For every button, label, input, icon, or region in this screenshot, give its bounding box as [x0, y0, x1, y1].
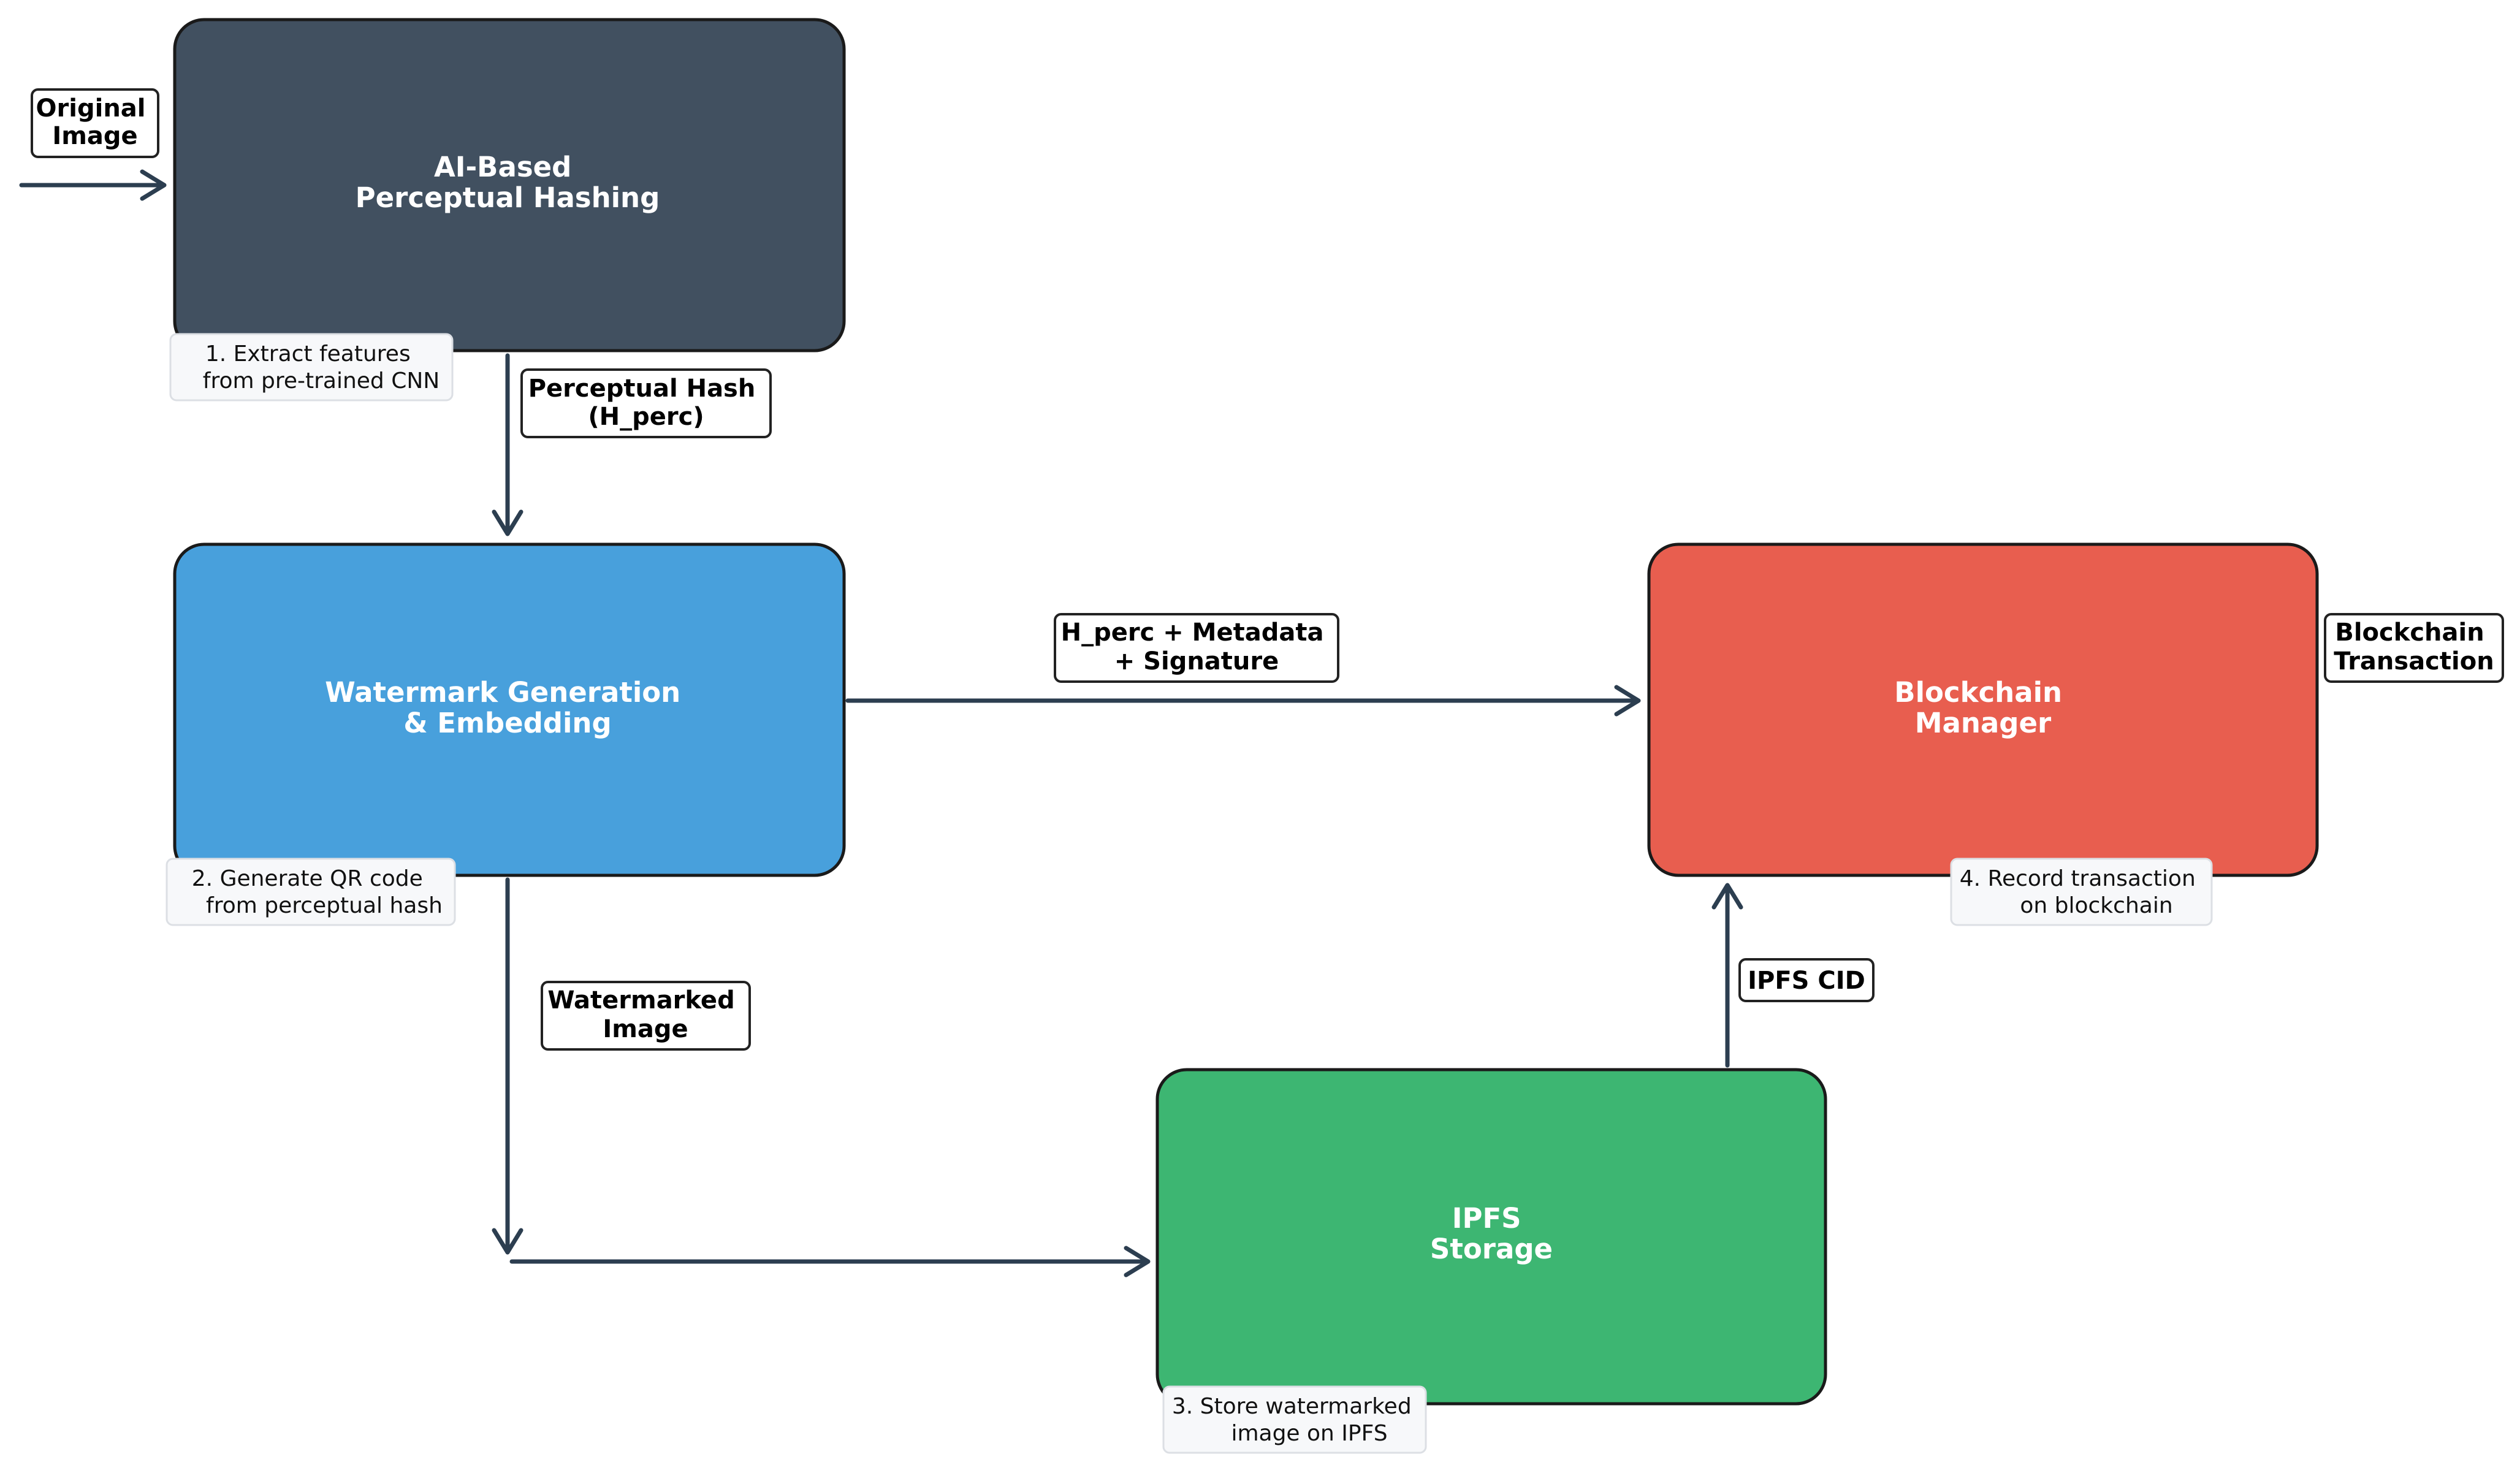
svg-text:Blockchain Transaction: Blockchain Transaction	[2334, 619, 2494, 676]
edge-label-hperc-metadata: H_perc + Metadata + Signature	[1054, 613, 1339, 683]
svg-text:3. Store watermarked ima: 3. Store watermarked image on IPFS	[1172, 1394, 1418, 1446]
edge-hashing-to-watermark	[492, 353, 523, 536]
node-hashing-box	[173, 18, 846, 352]
svg-text:Original Image: Original Image	[36, 94, 154, 150]
svg-text:2. Generate QR code from: 2. Generate QR code from perceptual hash	[192, 866, 443, 918]
node-blockchain: Blockchain Manager	[1647, 542, 2319, 877]
node-blockchain-label: Blockchain Manager	[1894, 676, 2071, 739]
note-step4: 4. Record transaction on blockchain	[1950, 858, 2213, 926]
node-ipfs-box	[1155, 1068, 1827, 1406]
node-hashing-label: AI-Based Perceptual Hashing	[356, 151, 660, 214]
svg-text:IPFS CID: IPFS CID	[1748, 967, 1865, 995]
note-step2: 2. Generate QR code from perceptual hash	[166, 858, 456, 926]
node-watermark-label: Watermark Generation & Embedding	[325, 676, 690, 739]
edge-label-watermarked-image: Watermarked Image	[541, 981, 751, 1051]
note-step1: 1. Extract features from pre-trained CNN	[169, 333, 454, 402]
note-step3: 3. Store watermarked image on IPFS	[1162, 1385, 1427, 1454]
edge-label-blockchain-transaction: Blockchain Transaction	[2324, 613, 2504, 683]
node-watermark-box	[173, 542, 846, 877]
node-ipfs: IPFS Storage	[1155, 1068, 1827, 1406]
svg-text:Watermarked Image: Watermarked Image	[547, 986, 743, 1043]
edge-label-ipfs-cid: IPFS CID	[1738, 958, 1875, 1002]
edge-to-ipfs	[509, 1246, 1151, 1277]
edge-label-perceptual-hash: Perceptual Hash (H_perc)	[520, 368, 772, 438]
svg-text:4. Record transaction on: 4. Record transaction on blockchain	[1960, 866, 2202, 918]
edge-input-to-hashing	[19, 169, 167, 201]
svg-text:H_perc + Metadata + Sign: H_perc + Metadata + Signature	[1061, 619, 1333, 676]
edge-watermark-to-blockchain	[845, 685, 1641, 717]
svg-text:Perceptual Hash (H_perc): Perceptual Hash (H_perc)	[528, 375, 764, 431]
svg-text:1. Extract features from: 1. Extract features from pre-trained CNN	[203, 341, 440, 394]
edge-ipfs-to-blockchain	[1711, 883, 1743, 1068]
node-ipfs-label: IPFS Storage	[1430, 1202, 1553, 1265]
edge-label-original-image: Original Image	[31, 88, 159, 158]
edges	[19, 169, 1743, 1277]
node-hashing: AI-Based Perceptual Hashing	[173, 18, 846, 352]
edge-watermark-down	[492, 877, 523, 1255]
node-watermark: Watermark Generation & Embedding	[173, 542, 846, 877]
